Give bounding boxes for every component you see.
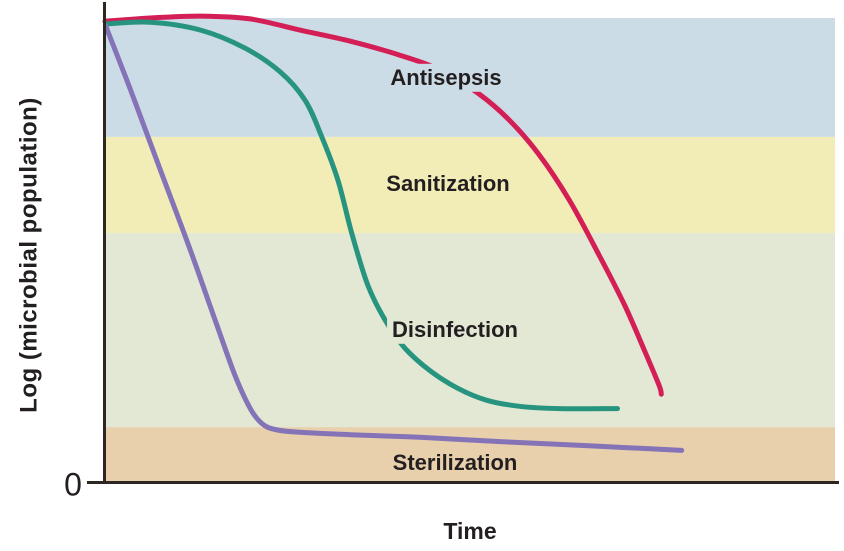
curve-antisepsis [102, 13, 664, 397]
y-axis-label: Log (microbial population) [15, 97, 43, 413]
x-axis-label: Time [443, 518, 497, 545]
curve-sterilization [103, 23, 685, 453]
band-label-sterilization: Sterilization [387, 448, 523, 478]
y-axis-origin-tick-label: 0 [64, 466, 82, 503]
band-label-disinfection: Disinfection [387, 315, 523, 345]
curve-disinfection [103, 19, 620, 412]
band-label-antisepsis: Antisepsis [385, 63, 507, 93]
curve-layer [102, 13, 685, 453]
band-label-sanitization: Sanitization [381, 169, 515, 199]
